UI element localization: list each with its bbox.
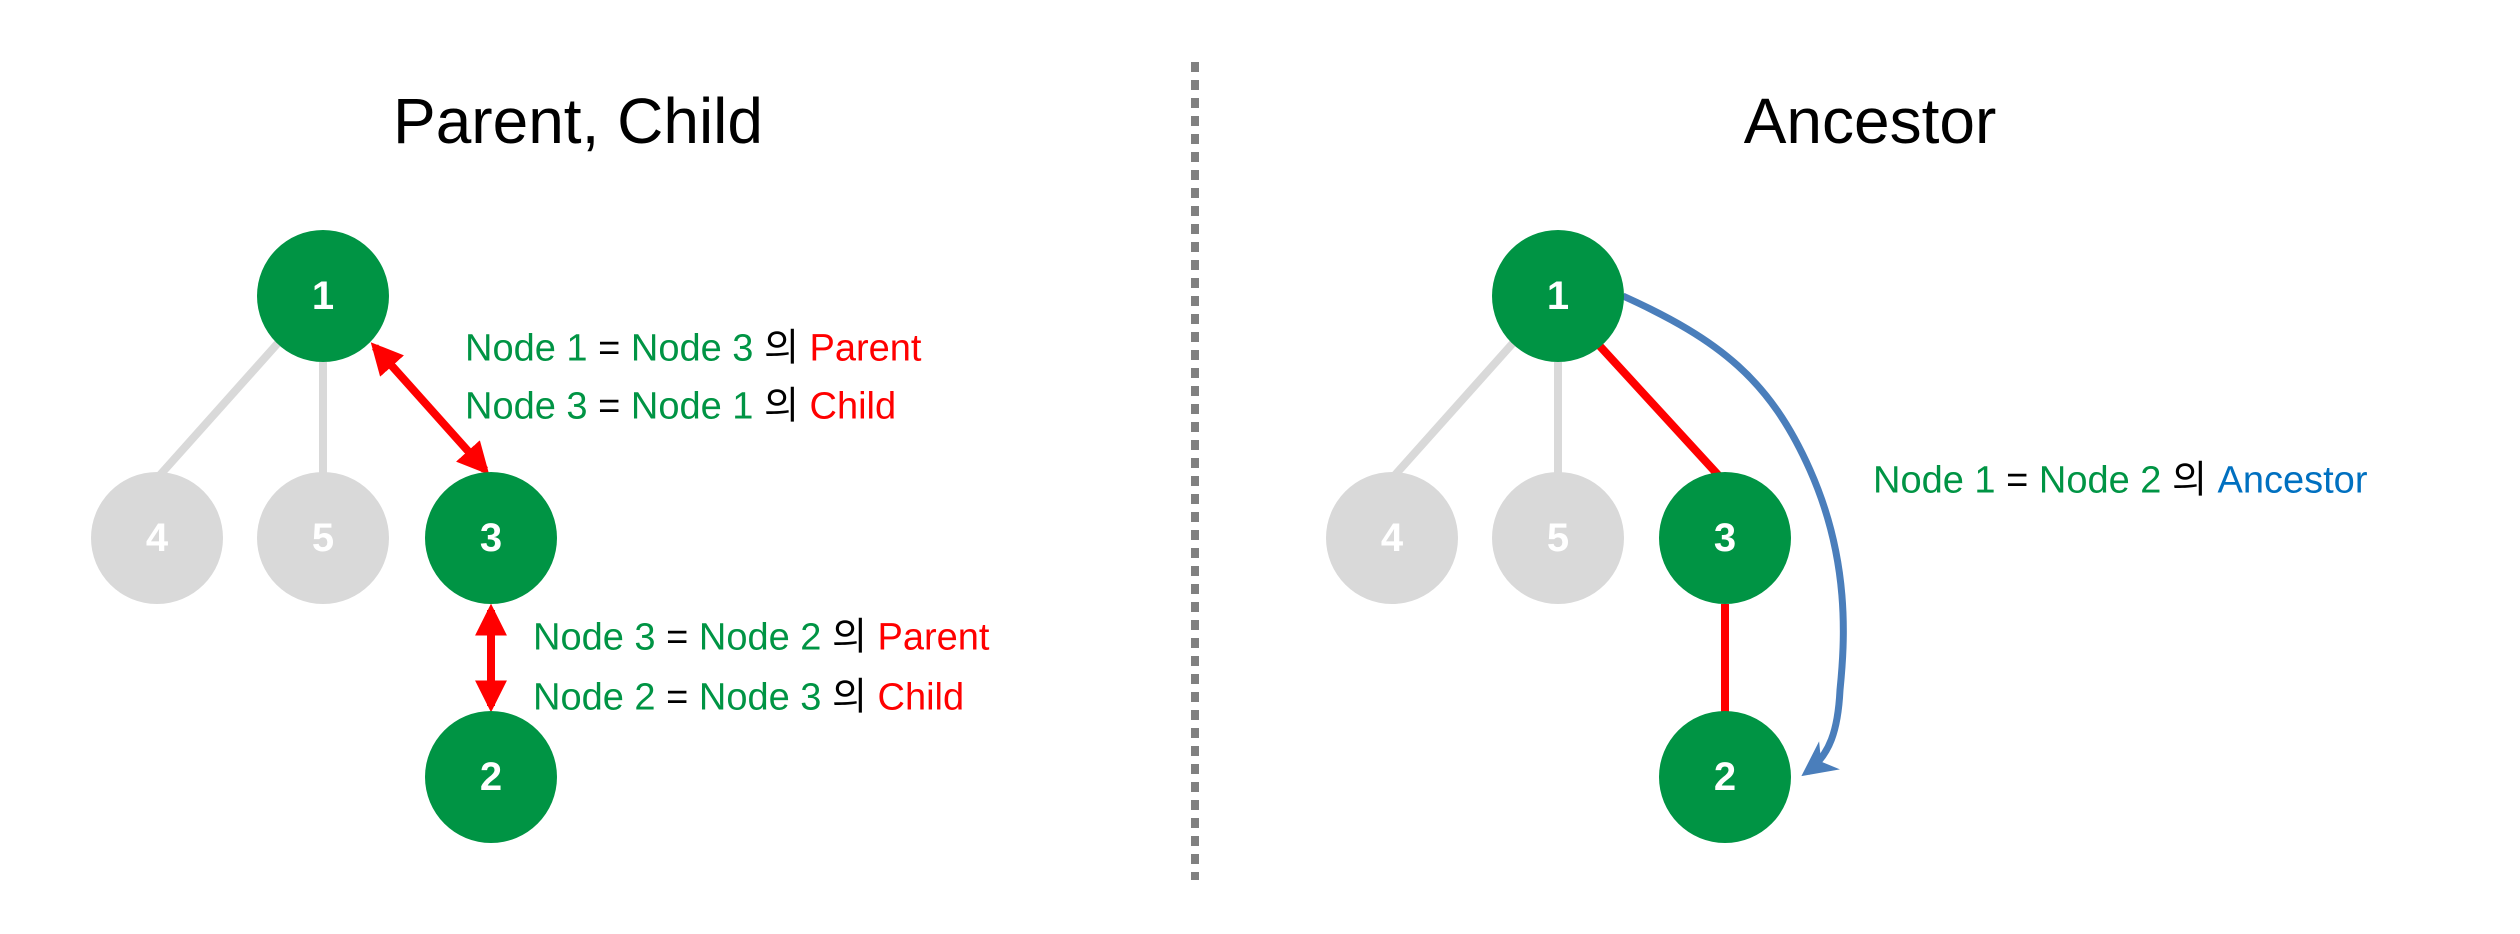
relation-possessive: 의 [2171,459,2207,502]
relation-subject: Node 1 [465,327,588,370]
node-circle [91,472,223,604]
tree-node-4: 4 [1326,472,1458,604]
relation-equals: = [2006,459,2029,502]
relation-subject: Node 2 [533,676,656,719]
relation-subject: Node 1 [1873,459,1996,502]
node-circle [257,472,389,604]
node-label: 5 [312,516,334,560]
relation-text: Node 3 = Node 1 의 Child [465,375,896,430]
node-circle [1492,230,1624,362]
relation-role: Parent [809,327,922,370]
tree-node-5: 5 [1492,472,1624,604]
tree-node-5: 5 [257,472,389,604]
relation-object: Node 3 [698,676,822,719]
relation-equals: = [598,327,621,370]
node-circle [425,711,557,843]
edge-1-4 [157,340,281,478]
node-circle [1492,472,1624,604]
relation-text: Node 2 = Node 3 의 Child [533,666,964,721]
relation-equals: = [666,616,689,659]
node-label: 2 [480,755,502,799]
node-label: 5 [1547,516,1569,560]
relation-role: Child [809,385,897,428]
relation-subject: Node 3 [533,616,656,659]
relation-object: Node 3 [630,327,754,370]
relation-role: Ancestor [2217,459,2368,502]
node-label: 3 [480,516,502,560]
relation-possessive: 의 [763,327,799,370]
node-label: 4 [1381,516,1404,560]
node-circle [1326,472,1458,604]
relation-role: Child [877,676,965,719]
relation-text: Node 1 = Node 3 의 Parent [465,317,921,372]
relation-object: Node 1 [630,385,754,428]
tree-node-3: 3 [1659,472,1791,604]
relation-text: Node 1 = Node 2 의 Ancestor [1873,449,2367,504]
relation-equals: = [598,385,621,428]
node-label: 1 [1547,274,1569,318]
relation-text: Node 3 = Node 2 의 Parent [533,606,989,661]
tree-node-1: 1 [257,230,389,362]
node-label: 3 [1714,516,1736,560]
relation-subject: Node 3 [465,385,588,428]
relation-equals: = [666,676,689,719]
node-circle [1659,711,1791,843]
ancestor-path-edge-1-3 [1594,340,1723,480]
ancestor-arrow [1621,292,1847,777]
parent-child-arrow-1-3 [370,342,490,475]
tree-node-1: 1 [1492,230,1624,362]
relation-possessive: 의 [763,385,799,428]
relation-object: Node 2 [2038,459,2162,502]
relation-role: Parent [877,616,990,659]
node-circle [1659,472,1791,604]
node-label: 4 [146,516,169,560]
node-label: 1 [312,274,334,318]
relation-possessive: 의 [831,616,867,659]
edge-1-4 [1392,340,1516,478]
relation-possessive: 의 [831,676,867,719]
node-circle [425,472,557,604]
tree-node-2: 2 [425,711,557,843]
right-panel-title: Ancestor [1743,85,1997,157]
node-circle [257,230,389,362]
node-label: 2 [1714,755,1736,799]
left-panel-title: Parent, Child [393,85,763,157]
relation-object: Node 2 [698,616,822,659]
tree-node-4: 4 [91,472,223,604]
tree-node-2: 2 [1659,711,1791,843]
tree-node-3: 3 [425,472,557,604]
